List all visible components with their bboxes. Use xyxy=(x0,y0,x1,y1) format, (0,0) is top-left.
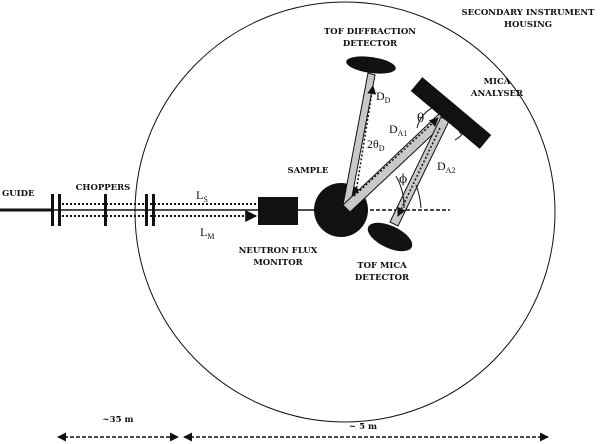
tof-diffraction-detector xyxy=(346,56,396,74)
label-sample: SAMPLE xyxy=(288,166,330,176)
symbol-lm: LM xyxy=(200,225,214,241)
chopper-1b xyxy=(58,194,61,226)
label-tof-mica-1: TOF MICA xyxy=(357,261,407,271)
label-neutron-flux-1: NEUTRON FLUX xyxy=(239,246,318,256)
chopper-3a xyxy=(145,194,148,226)
symbol-two-theta-d: 2θD xyxy=(367,137,385,153)
tof-mica-detector xyxy=(367,222,413,252)
symbol-theta-left: θ xyxy=(417,111,424,125)
chopper-2 xyxy=(104,194,107,226)
neutron-flux-monitor xyxy=(258,197,298,225)
label-choppers: CHOPPERS xyxy=(76,183,131,193)
symbol-ls: LS xyxy=(196,188,208,204)
label-mica-analyser-1: MICA xyxy=(484,77,511,87)
label-secondary-housing-2: HOUSING xyxy=(504,20,552,30)
dd-arrow xyxy=(355,85,377,193)
label-tof-diffraction-1: TOF DIFFRACTION xyxy=(324,27,416,37)
symbol-theta-right: θ xyxy=(458,123,465,137)
two-theta-arc xyxy=(395,175,405,209)
chopper-3b xyxy=(152,194,155,226)
label-tof-diffraction-2: DETECTOR xyxy=(343,39,398,49)
theta-arc-right xyxy=(454,123,469,141)
choppers xyxy=(51,194,155,226)
phi-arc xyxy=(415,184,422,209)
theta-arc-left xyxy=(416,107,433,129)
da2-arrow xyxy=(397,127,441,217)
symbol-dd: DD xyxy=(376,89,391,105)
symbol-phi: ϕ xyxy=(399,172,407,186)
chopper-1a xyxy=(51,194,54,226)
label-tof-mica-2: DETECTOR xyxy=(355,273,410,283)
label-scale-right: ~ 5 m xyxy=(349,422,377,432)
label-neutron-flux-2: MONITOR xyxy=(253,258,303,268)
mica-analyser xyxy=(410,77,492,149)
symbol-da1: DA1 xyxy=(389,122,407,138)
label-secondary-housing-1: SECONDARY INSTRUMENT xyxy=(461,8,595,18)
label-guide: GUIDE xyxy=(2,189,35,199)
da1-arrow xyxy=(353,117,439,197)
symbol-da2: DA2 xyxy=(437,159,455,175)
label-scale-left: ~35 m xyxy=(103,415,134,425)
secondary-housing-circle xyxy=(134,1,556,423)
label-mica-analyser-2: ANALYSER xyxy=(470,89,524,99)
